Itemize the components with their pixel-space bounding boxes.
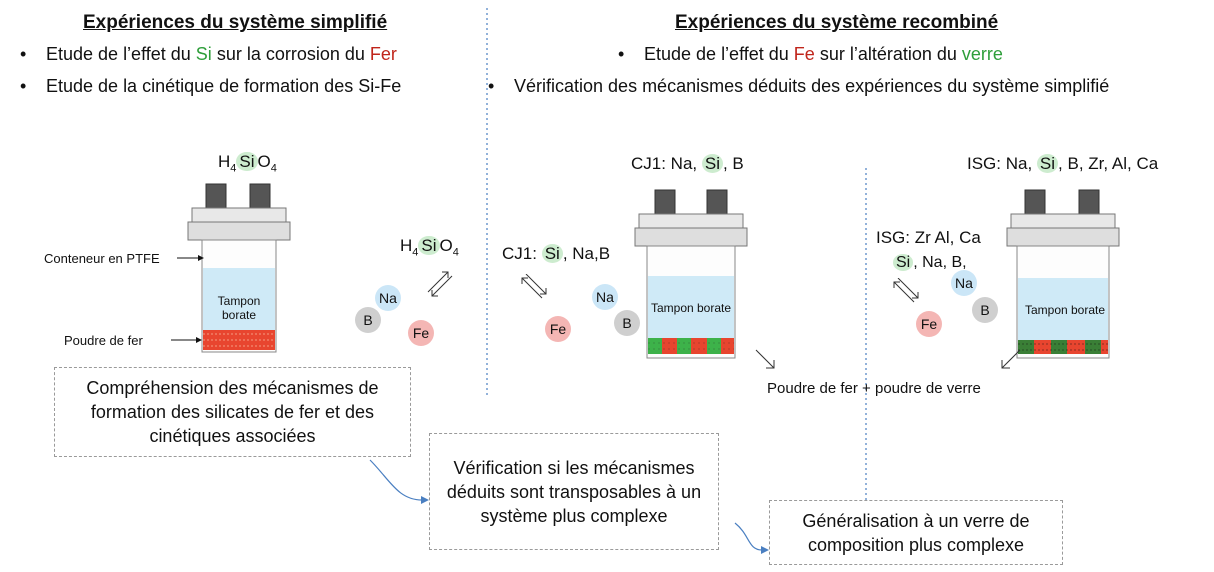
sub-4: 4 [230, 162, 237, 175]
cj1-title-c: , B [722, 154, 744, 173]
container-label: Conteneur en PTFE [44, 251, 160, 266]
bullet-dot: • [20, 44, 27, 64]
left-bullet-1-c: sur la corrosion du [211, 44, 370, 64]
sub-4: 4 [452, 246, 459, 259]
glass-grain-2 [677, 338, 691, 354]
left-bullet-2: • Etude de la cinétique de formation des … [20, 76, 401, 97]
left-fe-ion: Fe [408, 320, 434, 346]
isg-release-rest: , Na, B, [913, 254, 967, 271]
cj1-equilibrium-arrows [521, 274, 547, 299]
connector-1 [369, 459, 423, 501]
cj1-title: CJ1: Na, Si, B [631, 154, 744, 174]
si: Si [418, 236, 440, 255]
sub-4: 4 [270, 162, 277, 175]
cj1-na-ion: Na [592, 284, 618, 310]
left-bullet-2-text: Etude de la cinétique de formation des S… [46, 76, 402, 96]
comprehension-box: Compréhension des mécanismes de formatio… [54, 367, 411, 457]
isg-title: ISG: Na, Si, B, Zr, Al, Ca [967, 154, 1158, 174]
glass-grain-3 [707, 338, 721, 354]
isg-solution-label: Tampon borate [1024, 303, 1106, 317]
right-bullet-1-c: sur l’altération du [814, 44, 962, 64]
bullet-dot: • [488, 76, 495, 96]
isg-release-line2: Si, Na, B, [893, 254, 967, 272]
isg-release-line1: ISG: Zr Al, Ca [876, 228, 981, 247]
isg-na-ion: Na [951, 270, 977, 296]
glass-grain-3 [1085, 340, 1101, 354]
h: H [400, 236, 413, 255]
cj1-solution-label: Tampon borate [650, 301, 732, 315]
powder-mix-arrows [755, 349, 1021, 369]
container-arrow [177, 255, 204, 261]
connector-2-head [761, 546, 769, 554]
o: O [439, 236, 453, 255]
bullet-dot: • [618, 44, 625, 64]
isg-equilibrium-arrows [893, 278, 919, 303]
left-na-ion: Na [375, 285, 401, 311]
isg-release-si: Si [893, 254, 914, 271]
right-bullet-1: • Etude de l’effet du Fe sur l’altération… [618, 44, 1003, 65]
left-bullet-1-fer: Fer [369, 44, 397, 64]
cj1-title-si: Si [701, 154, 723, 173]
right-heading: Expériences du système recombiné [675, 12, 999, 33]
solution [1018, 278, 1108, 340]
glass-grain-2 [1051, 340, 1067, 354]
isg-title-a: ISG: Na, [967, 154, 1037, 173]
powder-arrow [171, 337, 202, 343]
solution [648, 276, 734, 338]
powder-mix-label: Poudre de fer + poudre de verre [767, 380, 981, 397]
connector-2 [734, 522, 763, 551]
isg-reactor [1006, 189, 1120, 359]
cj1-release: CJ1: Si, Na,B [502, 244, 610, 264]
left-reactor [187, 183, 291, 353]
si: Si [236, 152, 258, 171]
isg-title-si: Si [1036, 154, 1059, 173]
glass-grain-1 [1018, 340, 1034, 354]
isg-title-c: , B, Zr, Al, Ca [1058, 154, 1159, 173]
isg-fe-ion: Fe [916, 311, 942, 337]
glass-grain-1 [648, 338, 662, 354]
left-bullet-1-a: Etude de l’effet du [46, 44, 196, 64]
solution [203, 268, 275, 330]
left-b-ion: B [355, 307, 381, 333]
cj1-title-a: CJ1: Na, [631, 154, 702, 173]
left-bullet-1-si: Si [195, 44, 212, 64]
o: O [257, 152, 271, 171]
cj1-reactor [634, 189, 748, 359]
h: H [218, 152, 231, 171]
cj1-b-ion: B [614, 310, 640, 336]
generalisation-box: Généralisation à un verre de composition… [769, 500, 1063, 565]
cj1-fe-ion: Fe [545, 316, 571, 342]
left-heading: Expériences du système simplifié [83, 12, 388, 33]
connector-1-head [421, 496, 429, 504]
powder-label: Poudre de fer [64, 333, 143, 348]
sub-4: 4 [412, 246, 419, 259]
right-bullet-2: • Vérification des mécanismes déduits des… [488, 76, 1109, 97]
isg-b-ion: B [972, 297, 998, 323]
left-equilibrium-arrows [427, 271, 453, 297]
cj1-release-c: , Na,B [562, 244, 611, 263]
right-bullet-2-text: Vérification des mécanismes déduits des … [514, 76, 1110, 96]
right-bullet-1-fe: Fe [793, 44, 815, 64]
cj1-release-a: CJ1: [502, 244, 542, 263]
cj1-release-si: Si [541, 244, 563, 263]
bullet-dot: • [20, 76, 27, 96]
left-bullet-1: • Etude de l’effet du Si sur la corrosion… [20, 44, 397, 65]
verification-box: Vérification si les mécanismes déduits s… [429, 433, 719, 550]
right-bullet-1-a: Etude de l’effet du [644, 44, 794, 64]
right-bullet-1-verre: verre [961, 44, 1003, 64]
left-solution-label: Tampon borate [217, 294, 261, 322]
